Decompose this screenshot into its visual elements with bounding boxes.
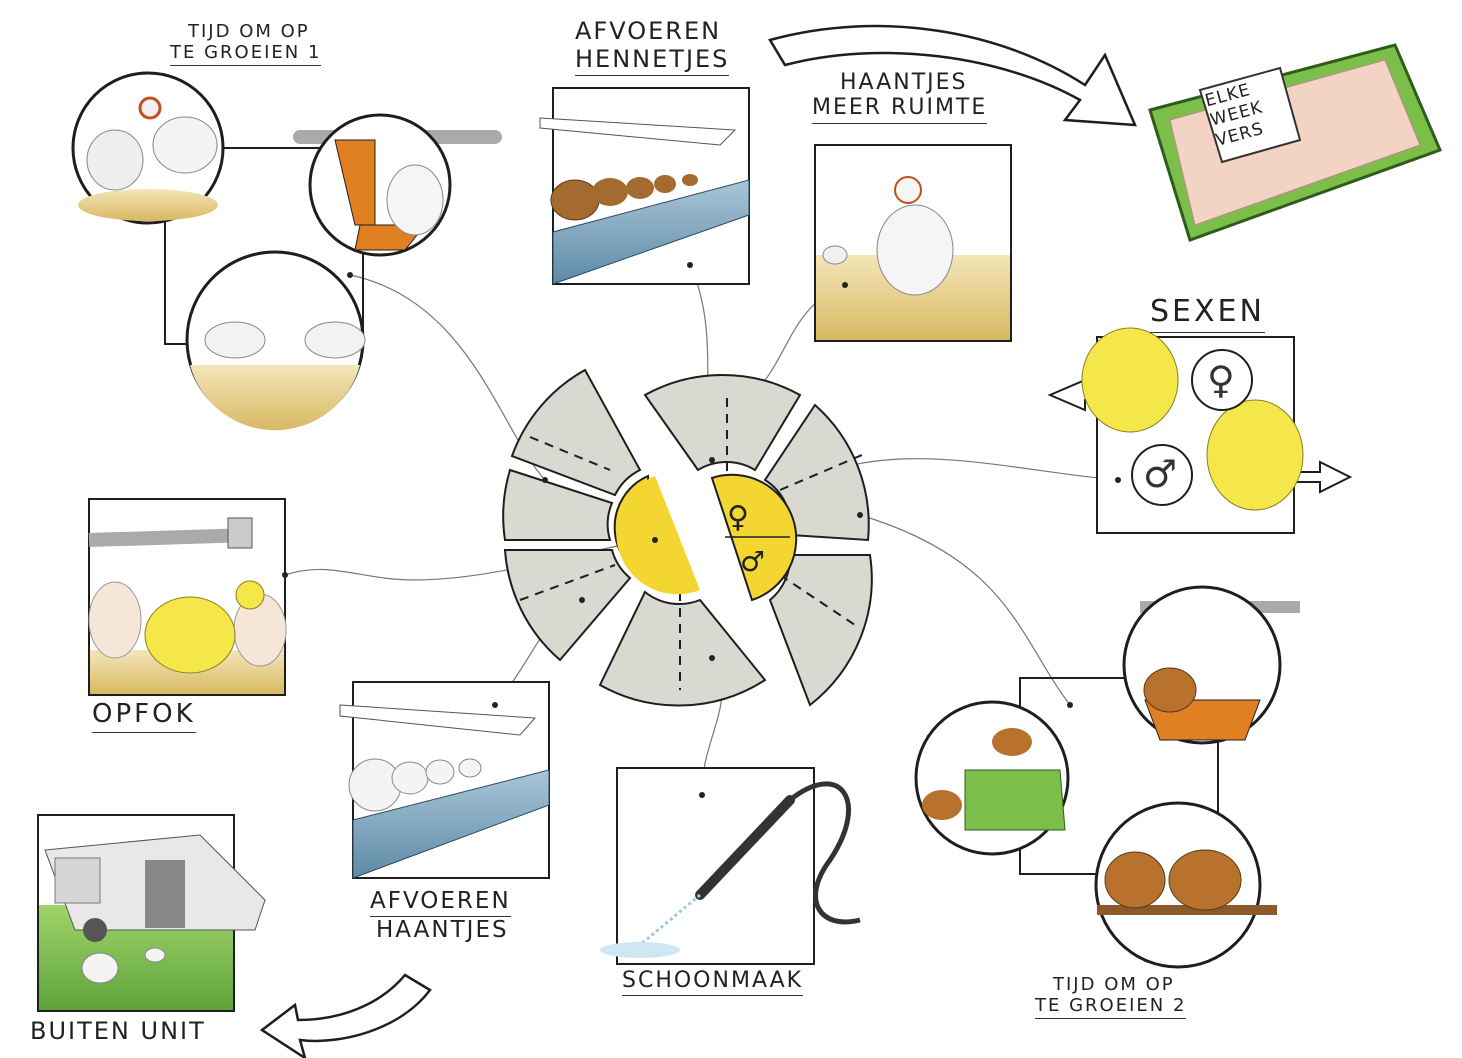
center-female-symbol: ♀ (727, 500, 749, 535)
wheel-segment-2 (502, 468, 614, 541)
grow2-title: TIJD OM OP TE GROEIEN 2 (1035, 974, 1187, 1020)
afvoeren-hennetjes-title: AFVOEREN HENNETJES (575, 17, 730, 77)
grow2-scene (914, 585, 1300, 969)
female-symbol-icon: ♀ (1207, 358, 1235, 402)
grow1-scene (71, 71, 502, 431)
core-left-fill (616, 476, 700, 595)
grow2-title-line2: TE GROEIEN 2 (1035, 995, 1187, 1020)
wheel-segment-3 (503, 549, 632, 662)
afvoeren-haantjes-title: AFVOEREN HAANTJES (370, 888, 511, 944)
male-symbol-icon: ♂ (1143, 452, 1178, 496)
afvoeren-haantjes-line1: AFVOEREN (370, 888, 511, 918)
grow1-title-line2: TE GROEIEN 1 (170, 42, 322, 67)
sexen-title: SEXEN (1150, 294, 1265, 333)
wheel-segment-6 (763, 403, 870, 542)
arrow-to-tray (768, 24, 1137, 127)
wheel-segment-7 (768, 554, 873, 707)
afvoeren-hennetjes-line2: HENNETJES (575, 45, 730, 77)
wheel-segment-1 (510, 368, 642, 497)
wheel-segment-4 (598, 590, 767, 707)
haantjes-ruimte-scene (814, 144, 1012, 342)
sexen-scene (1047, 327, 1353, 534)
grow1-title-line1: TIJD OM OP (188, 21, 310, 42)
grow1-title: TIJD OM OP TE GROEIEN 1 (170, 21, 322, 67)
opfok-scene (88, 498, 287, 696)
schoonmaak-title: SCHOONMAAK (622, 968, 804, 997)
afvoeren-haantjes-line2: HAANTJES (376, 917, 509, 944)
afvoeren-haantjes-scene (339, 681, 550, 879)
afvoeren-hennetjes-line1: AFVOEREN (575, 17, 722, 45)
haantjes-ruimte-line2: MEER RUIMTE (812, 95, 988, 124)
center-male-symbol: ♂ (740, 545, 766, 578)
afvoeren-hennetjes-scene (539, 87, 750, 285)
buiten-unit-title: BUITEN UNIT (30, 1017, 206, 1045)
opfok-title: OPFOK (92, 699, 196, 733)
grow2-title-line1: TIJD OM OP (1053, 974, 1175, 995)
connector-dots (282, 262, 1121, 798)
buiten-unit-scene (37, 814, 266, 1012)
wheel-segment-5 (643, 373, 802, 472)
central-wheel (502, 368, 873, 707)
schoonmaak-scene (600, 767, 861, 965)
meat-tray-graphic (1148, 43, 1443, 242)
haantjes-ruimte-title: HAANTJES MEER RUIMTE (812, 70, 988, 124)
haantjes-ruimte-line1: HAANTJES (840, 70, 968, 95)
arrow-to-buiten (259, 973, 432, 1058)
